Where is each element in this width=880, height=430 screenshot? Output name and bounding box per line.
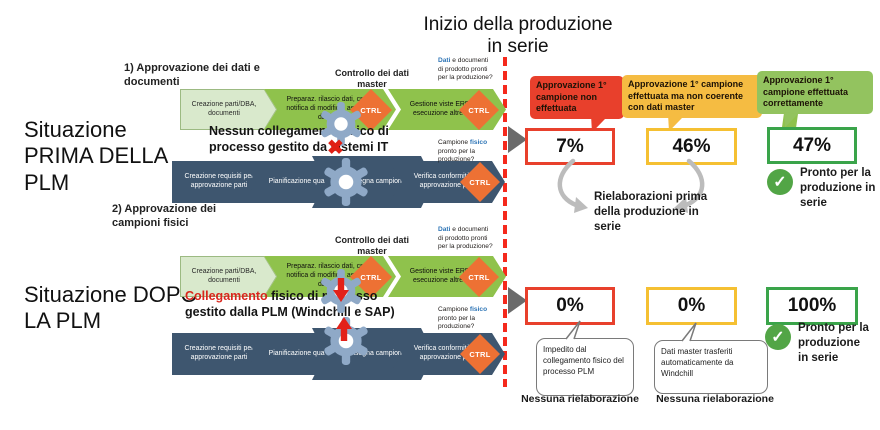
callout-text: Approvazione 1° campione effettuata corr… [763, 75, 849, 109]
bubble-tail [565, 320, 581, 340]
question-highlight: fisico [469, 139, 488, 146]
section-title-after-plm: Situazione DOPO LA PLM [24, 282, 198, 334]
question-highlight: Dati [438, 226, 451, 233]
flow-step: Gestione viste ERP/SAP, esecuzione altre… [388, 256, 506, 297]
gear-icon [321, 101, 361, 147]
callout-correct: Approvazione 1° campione effettuata corr… [757, 71, 873, 129]
production-start-divider-line [503, 57, 507, 387]
no-rework-note: Nessuna rielaborazione [521, 393, 639, 405]
data-ready-question: Dati e documenti di prodotto pronti per … [438, 226, 494, 252]
callout-not-coherent: Approvazione 1° campione effettuata ma n… [622, 75, 762, 133]
question-rest: pronto per la produzione? [438, 314, 476, 331]
check-icon: ✓ [767, 169, 793, 195]
speech-bubble-windchill: Dati master trasferiti automaticamente d… [654, 322, 768, 394]
link-note-highlight: Collegamento [185, 289, 268, 303]
sample-ready-question: Campione fisico pronto per la produzione… [438, 139, 493, 165]
section-title-before-plm: Situazione PRIMA DELLA PLM [24, 117, 168, 195]
flow-step-label: Creazione parti/DBA, documenti [181, 90, 276, 129]
bubble-text: Impedito dal collegamento fisico del pro… [543, 345, 624, 377]
broken-link-x-icon: ✖ [327, 137, 344, 159]
ready-note-before: Pronto per la produzione in serie [800, 167, 876, 209]
arrow-up-icon [336, 317, 352, 341]
rework-curved-arrows [557, 158, 705, 213]
no-rework-note: Nessuna rielaborazione [656, 393, 774, 405]
callout-text: Approvazione 1° campione effettuata ma n… [628, 79, 744, 113]
master-data-control-label: Controllo dei dati master [335, 68, 409, 89]
process2-label: 2) Approvazione dei campioni fisici [112, 203, 217, 230]
bubble-text: Dati master trasferiti automaticamente d… [661, 347, 734, 379]
rework-note: Rielaborazioni prima della produzione in… [594, 191, 708, 233]
check-icon: ✓ [765, 324, 791, 350]
question-pre: Campione [438, 306, 470, 313]
question-highlight: Dati [438, 57, 451, 64]
ready-note-after: Pronto per la produzione in serie [798, 322, 869, 364]
sample-ready-question: Campione fisico pronto per la produzione… [438, 306, 493, 332]
pct-box-not-coherent: 46% [646, 128, 737, 165]
process1-label: 1) Approvazione dei dati e documenti [124, 62, 260, 89]
callout-tail [781, 111, 798, 129]
data-ready-question: Dati e documenti di prodotto pronti per … [438, 57, 494, 83]
bubble-tail [681, 322, 697, 342]
page-title: Inizio della produzione in serie [423, 14, 613, 58]
flow-step: Creazione parti/DBA, documenti [180, 89, 277, 130]
pct-box-correct: 47% [767, 127, 857, 164]
master-data-control-label: Controllo dei dati master [335, 235, 409, 256]
callout-not-approved: Approvazione 1° campione non effettuata [530, 76, 624, 134]
callout-text: Approvazione 1° campione non effettuata [536, 80, 607, 114]
arrow-down-icon [333, 278, 349, 302]
question-rest: e documenti di prodotto pronti per la pr… [438, 226, 493, 251]
question-rest: e documenti di prodotto pronti per la pr… [438, 57, 493, 82]
gear-icon [324, 158, 368, 206]
pct-box-not-coherent-after: 0% [646, 287, 737, 325]
flow-step: Creazione parti/DBA, documenti [180, 256, 277, 297]
pct-box-not-approved-after: 0% [525, 287, 615, 325]
flow-step-label: Creazione parti/DBA, documenti [181, 257, 276, 296]
flow-step: Gestione viste ERP/SAP, esecuzione altre… [388, 89, 506, 130]
question-pre: Campione [438, 139, 470, 146]
no-link-note: Nessun collegamento fisico di processo g… [209, 124, 389, 154]
pct-box-correct-after: 100% [766, 287, 858, 325]
question-rest: pronto per la produzione? [438, 147, 476, 164]
question-highlight: fisico [469, 306, 488, 313]
speech-bubble-plm-block: Impedito dal collegamento fisico del pro… [536, 320, 634, 396]
